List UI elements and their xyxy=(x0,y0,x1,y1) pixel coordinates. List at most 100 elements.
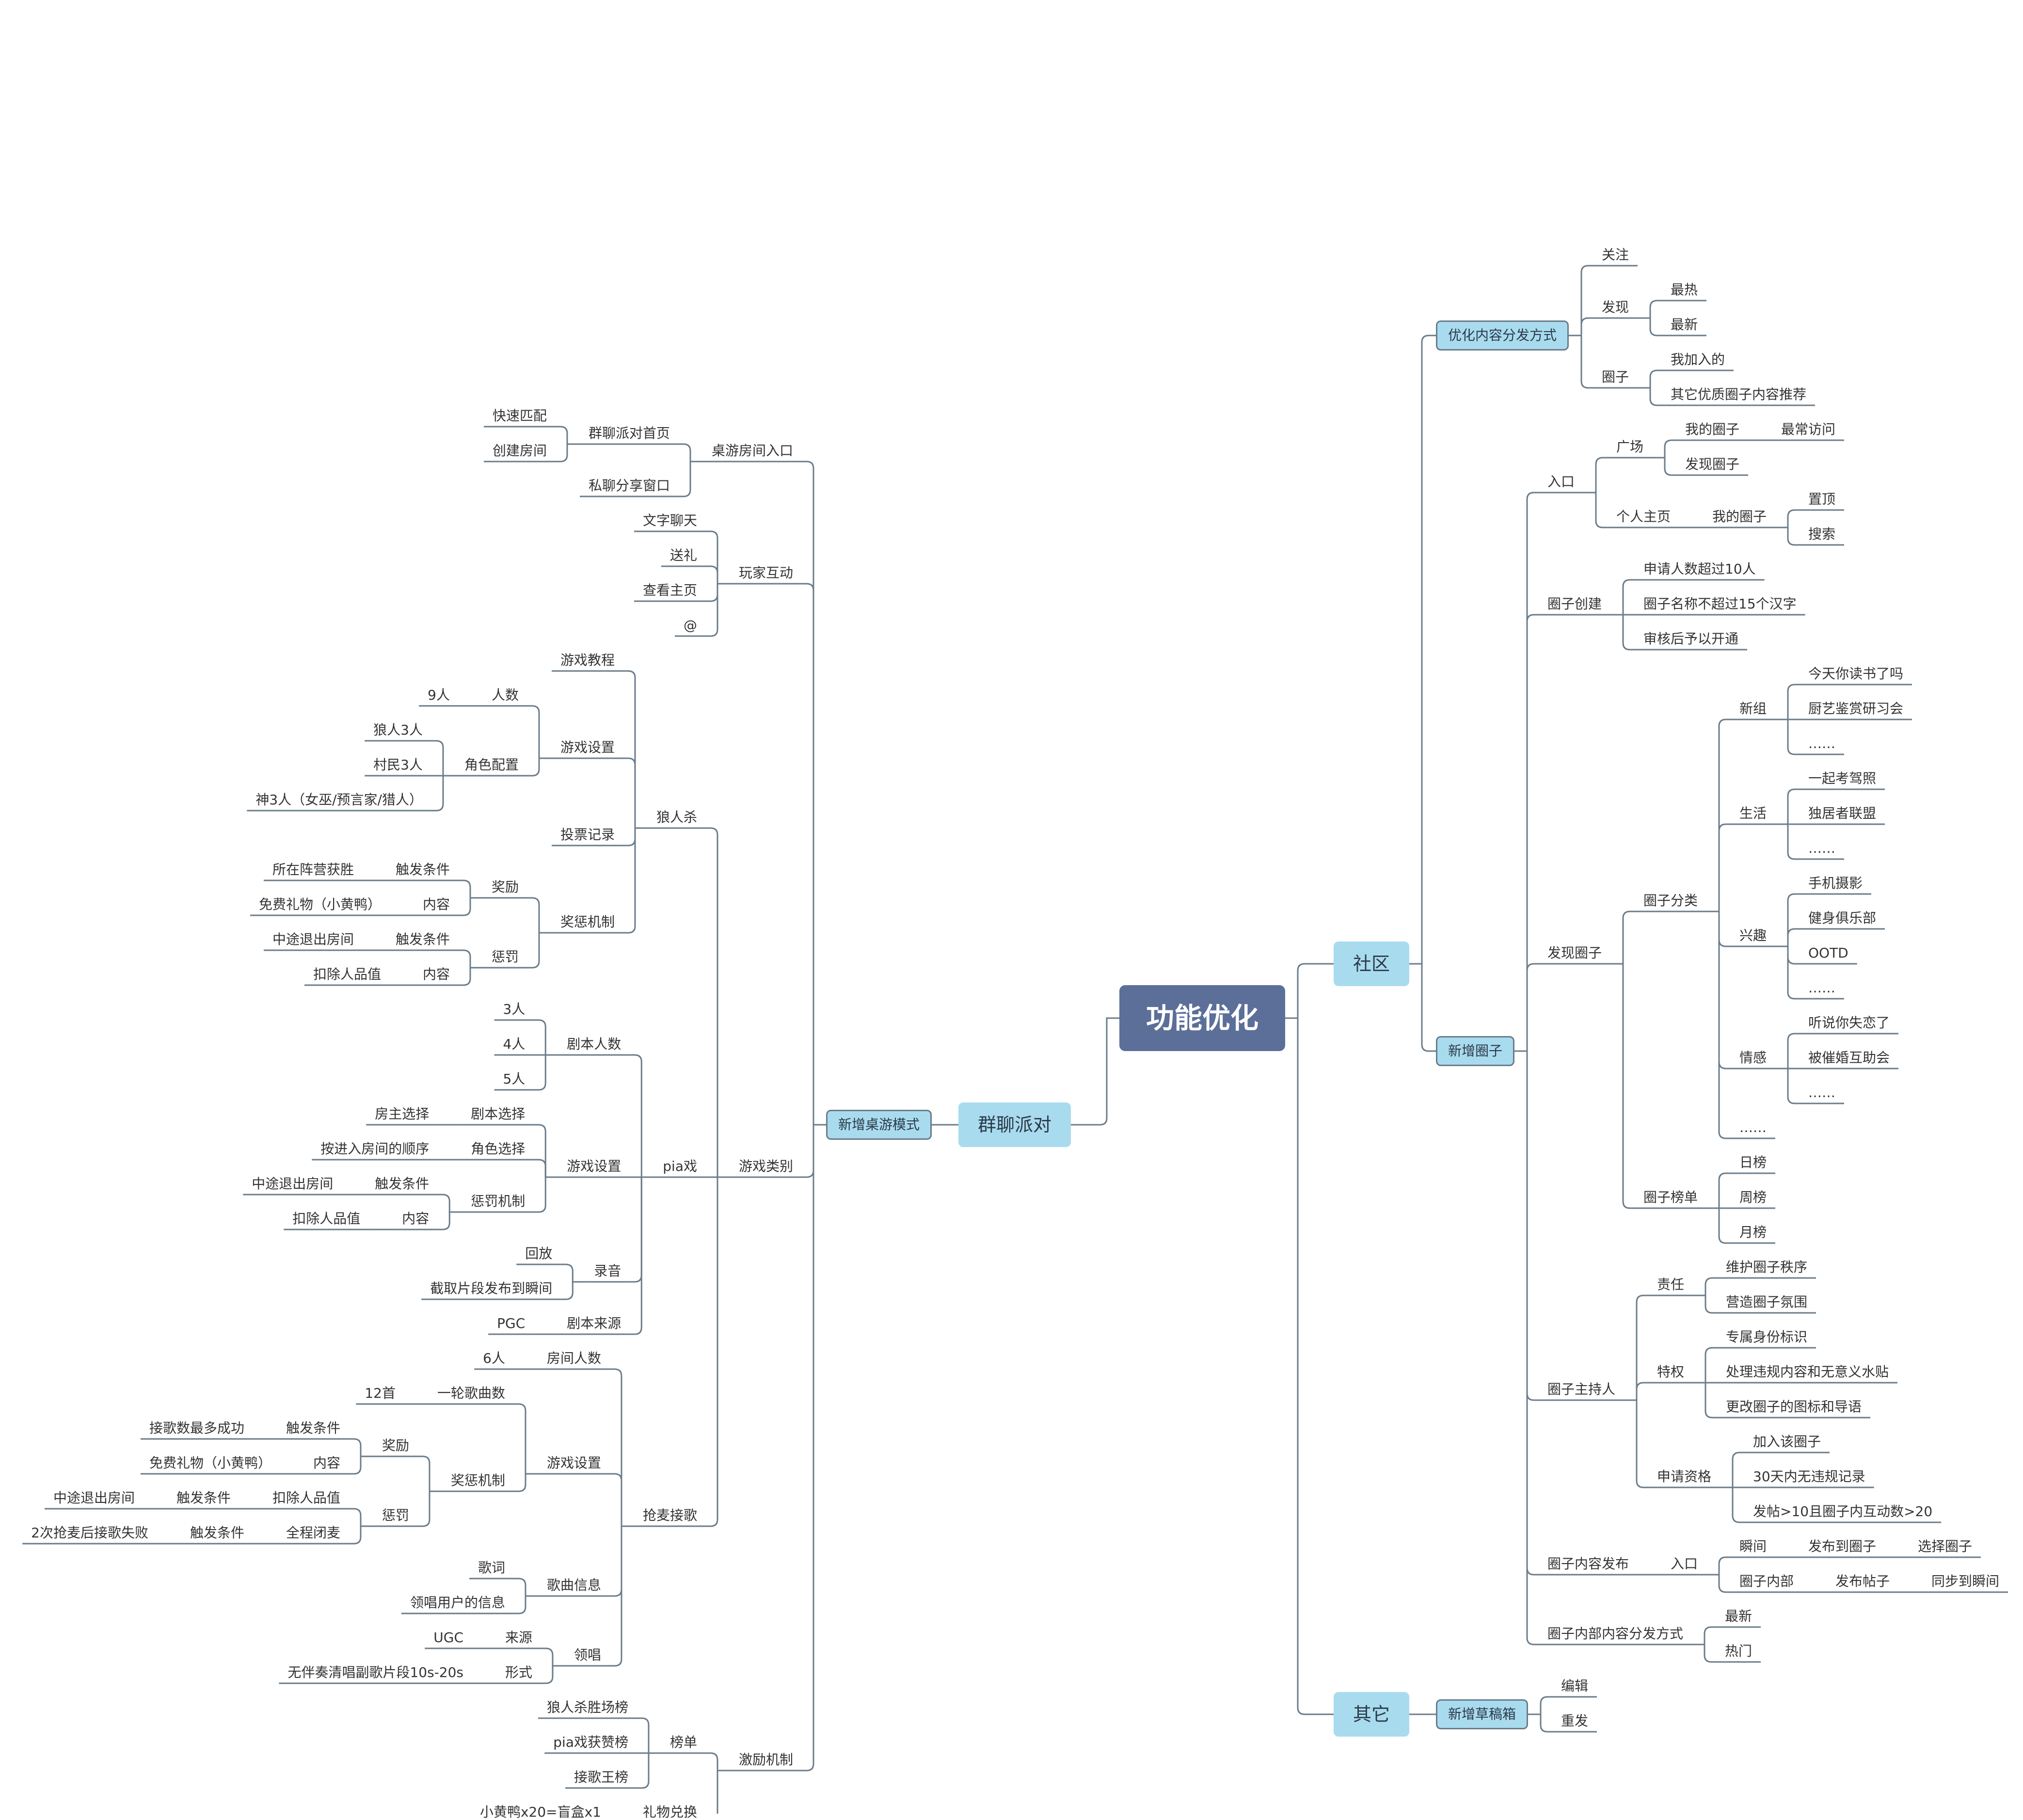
topic-node[interactable]: 申请人数超过10人 xyxy=(1643,561,1756,577)
topic-node[interactable]: 触发条件 xyxy=(176,1490,231,1506)
topic-node[interactable]: 形式 xyxy=(505,1664,532,1680)
topic-node[interactable]: 被催婚互助会 xyxy=(1808,1050,1890,1066)
topic-node[interactable]: 6人 xyxy=(483,1350,505,1366)
topic-node[interactable]: 领唱用户的信息 xyxy=(410,1595,505,1611)
topic-node[interactable]: 圈子名称不超过15个汉字 xyxy=(1643,596,1797,612)
topic-node[interactable]: 接歌数最多成功 xyxy=(149,1420,244,1436)
topic-node[interactable]: …… xyxy=(1739,1119,1767,1135)
main-topic[interactable]: 其它 xyxy=(1334,1692,1409,1737)
topic-node[interactable]: 瞬间 xyxy=(1739,1538,1767,1554)
topic-node[interactable]: 激励机制 xyxy=(738,1752,793,1768)
topic-node[interactable]: 发现圈子 xyxy=(1685,456,1740,472)
topic-node[interactable]: 情感 xyxy=(1739,1050,1767,1066)
topic-node[interactable]: PGC xyxy=(497,1315,526,1331)
topic-node[interactable]: OOTD xyxy=(1808,945,1848,961)
topic-node[interactable]: 责任 xyxy=(1657,1277,1685,1293)
topic-node[interactable]: 投票记录 xyxy=(560,827,615,843)
topic-node[interactable]: 月榜 xyxy=(1739,1224,1767,1240)
topic-node[interactable]: 发现圈子 xyxy=(1547,945,1602,961)
topic-node[interactable]: 游戏类别 xyxy=(738,1158,793,1174)
topic-node[interactable]: 圈子内部 xyxy=(1739,1573,1794,1589)
topic-node[interactable]: 4人 xyxy=(503,1036,526,1052)
topic-node[interactable]: 圈子 xyxy=(1602,369,1629,385)
topic-node[interactable]: 内容 xyxy=(402,1211,430,1227)
topic-node[interactable]: 3人 xyxy=(503,1001,526,1017)
topic-node[interactable]: 房主选择 xyxy=(375,1106,430,1122)
topic-node[interactable]: 玩家互动 xyxy=(738,565,793,581)
topic-node[interactable]: 周榜 xyxy=(1739,1189,1767,1205)
topic-node[interactable]: 文字聊天 xyxy=(642,512,697,528)
topic-node[interactable]: 游戏设置 xyxy=(560,739,615,755)
topic-node[interactable]: 兴趣 xyxy=(1739,927,1767,943)
topic-node[interactable]: 我的圈子 xyxy=(1685,421,1740,437)
topic-node[interactable]: 免费礼物（小黄鸭） xyxy=(258,896,381,912)
topic-node[interactable]: 入口 xyxy=(1547,474,1575,490)
topic-node[interactable]: 内容 xyxy=(422,966,450,982)
sub-topic[interactable]: 新增圈子 xyxy=(1436,1036,1514,1066)
topic-node[interactable]: 加入该圈子 xyxy=(1753,1434,1821,1450)
topic-node[interactable]: 热门 xyxy=(1725,1643,1752,1659)
topic-node[interactable]: 关注 xyxy=(1602,247,1629,263)
topic-node[interactable]: 其它优质圈子内容推荐 xyxy=(1671,386,1807,402)
topic-node[interactable]: 角色选择 xyxy=(471,1141,526,1157)
topic-node[interactable]: 角色配置 xyxy=(464,757,519,773)
topic-node[interactable]: 今天你读书了吗 xyxy=(1808,666,1904,682)
topic-node[interactable]: 创建房间 xyxy=(492,443,547,459)
main-topic[interactable]: 社区 xyxy=(1334,942,1409,986)
topic-node[interactable]: 扣除人品值 xyxy=(313,966,381,982)
topic-node[interactable]: 剧本人数 xyxy=(567,1036,621,1052)
topic-node[interactable]: 处理违规内容和无意义水贴 xyxy=(1726,1364,1889,1380)
topic-node[interactable]: 触发条件 xyxy=(395,862,450,878)
topic-node[interactable]: 惩罚 xyxy=(382,1507,409,1523)
topic-node[interactable]: 维护圈子秩序 xyxy=(1726,1259,1808,1275)
topic-node[interactable]: 编辑 xyxy=(1561,1678,1589,1694)
sub-topic[interactable]: 新增桌游模式 xyxy=(826,1110,932,1140)
topic-node[interactable]: 快速匹配 xyxy=(492,408,547,424)
topic-node[interactable]: 触发条件 xyxy=(375,1176,430,1192)
topic-node[interactable]: 惩罚 xyxy=(491,949,519,965)
topic-node[interactable]: 日榜 xyxy=(1739,1154,1767,1170)
topic-node[interactable]: 查看主页 xyxy=(642,582,697,598)
topic-node[interactable]: 来源 xyxy=(505,1629,532,1645)
topic-node[interactable]: 奖惩机制 xyxy=(450,1472,505,1488)
topic-node[interactable]: 无伴奏清唱副歌片段10s-20s xyxy=(287,1664,463,1680)
topic-node[interactable]: 按进入房间的顺序 xyxy=(320,1141,430,1157)
topic-node[interactable]: 一起考驾照 xyxy=(1808,770,1877,786)
topic-node[interactable]: 内容 xyxy=(422,896,450,912)
main-topic[interactable]: 群聊派对 xyxy=(958,1102,1071,1147)
topic-node[interactable]: 歌曲信息 xyxy=(546,1577,601,1593)
topic-node[interactable]: 我的圈子 xyxy=(1712,509,1767,525)
topic-node[interactable]: 狼人杀胜场榜 xyxy=(546,1699,628,1715)
topic-node[interactable]: 独居者联盟 xyxy=(1808,805,1877,821)
topic-node[interactable]: 发现 xyxy=(1602,299,1629,315)
topic-node[interactable]: 触发条件 xyxy=(286,1420,340,1436)
topic-node[interactable]: 搜索 xyxy=(1808,526,1836,542)
topic-node[interactable]: 私聊分享窗口 xyxy=(588,478,670,494)
topic-node[interactable]: 游戏教程 xyxy=(560,652,615,668)
topic-node[interactable]: 发帖>10且圈子内互动数>20 xyxy=(1753,1503,1933,1519)
topic-node[interactable]: 全程闭麦 xyxy=(286,1525,340,1541)
topic-node[interactable]: 录音 xyxy=(594,1263,621,1279)
topic-node[interactable]: 置顶 xyxy=(1808,491,1836,507)
topic-node[interactable]: 狼人3人 xyxy=(373,722,423,738)
topic-node[interactable]: 9人 xyxy=(428,687,450,703)
sub-topic[interactable]: 新增草稿箱 xyxy=(1436,1699,1528,1729)
topic-node[interactable]: 一轮歌曲数 xyxy=(437,1385,505,1401)
topic-node[interactable]: 审核后予以开通 xyxy=(1643,631,1739,647)
topic-node[interactable]: 新组 xyxy=(1739,701,1767,717)
topic-node[interactable]: 生活 xyxy=(1739,805,1767,821)
topic-node[interactable]: 发布帖子 xyxy=(1835,1573,1890,1589)
topic-node[interactable]: 入口 xyxy=(1671,1556,1698,1572)
topic-node[interactable]: 惩罚机制 xyxy=(471,1193,526,1209)
sub-topic[interactable]: 优化内容分发方式 xyxy=(1436,320,1569,351)
topic-node[interactable]: 个人主页 xyxy=(1616,509,1671,525)
topic-node[interactable]: …… xyxy=(1808,735,1835,751)
topic-node[interactable]: UGC xyxy=(433,1629,463,1645)
topic-node[interactable]: 奖励 xyxy=(382,1437,409,1453)
topic-node[interactable]: 回放 xyxy=(525,1245,553,1261)
topic-node[interactable]: 小黄鸭x20=盲盒x1 xyxy=(479,1804,601,1820)
topic-node[interactable]: 剧本选择 xyxy=(471,1106,526,1122)
topic-node[interactable]: 截取片段发布到瞬间 xyxy=(430,1280,553,1296)
topic-node[interactable]: 触发条件 xyxy=(395,931,450,947)
topic-node[interactable]: 奖惩机制 xyxy=(560,914,615,930)
